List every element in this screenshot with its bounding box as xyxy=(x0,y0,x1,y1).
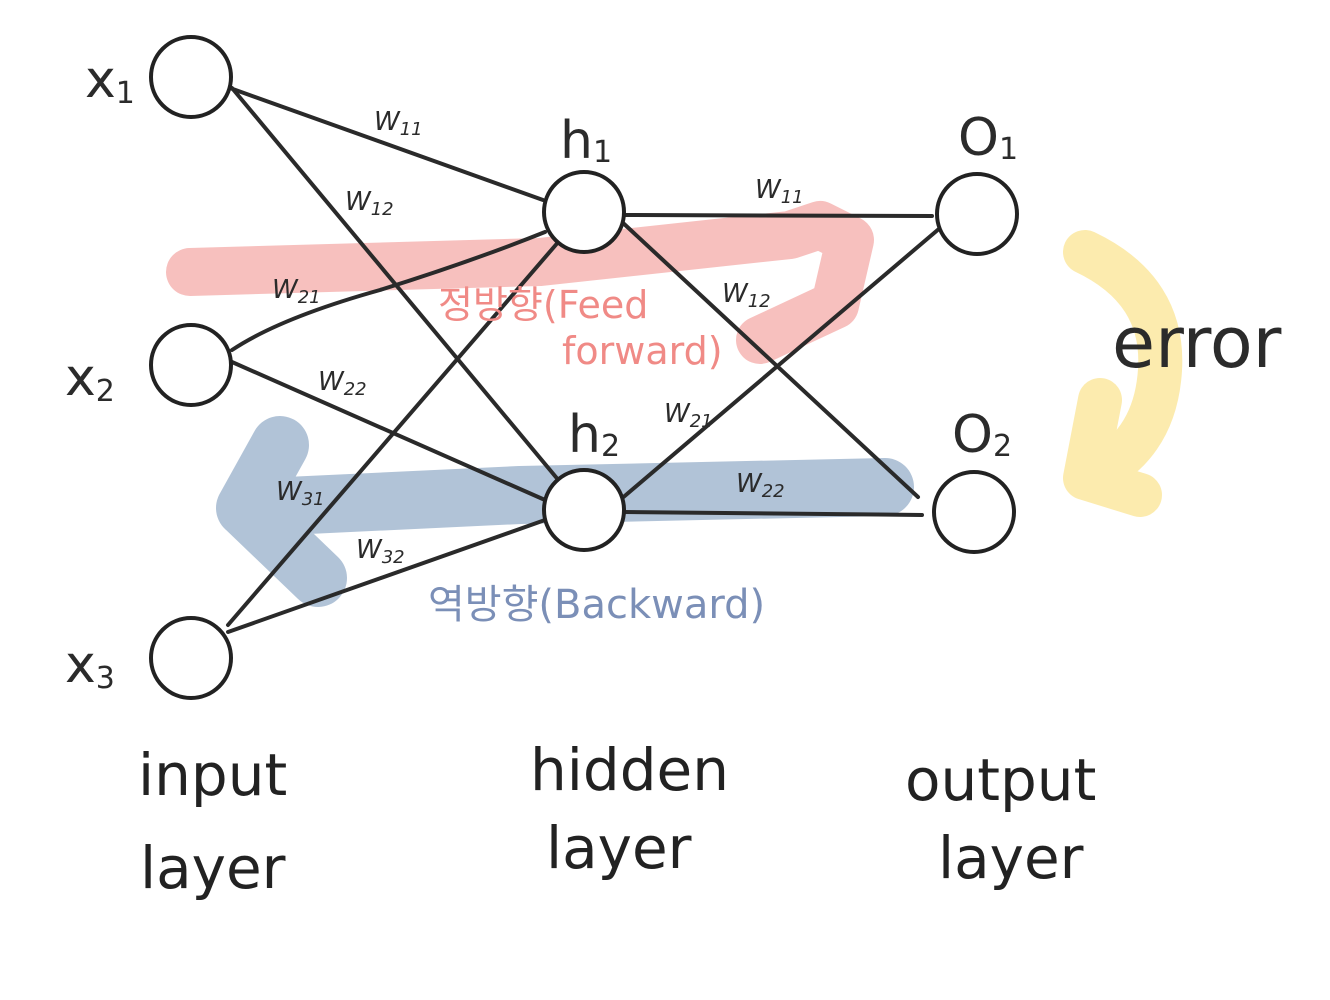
label-h1: h1 xyxy=(560,111,612,171)
weight-in-w11: W11 xyxy=(374,107,423,140)
label-o2: O2 xyxy=(952,405,1012,465)
weight-in-w12: W12 xyxy=(345,187,394,220)
node-x2 xyxy=(149,323,233,407)
label-x1: x1 xyxy=(85,50,135,111)
output-layer-label-2: layer xyxy=(938,824,1084,892)
label-x2: x2 xyxy=(65,348,115,409)
hidden-layer-label-2: layer xyxy=(546,814,692,882)
weight-in-w32: W32 xyxy=(356,535,405,568)
backward-label: 역방향(Backward) xyxy=(428,582,765,628)
output-layer-label-1: output xyxy=(905,746,1096,814)
forward-label-line2: forward) xyxy=(562,329,723,373)
weight-out-w11: W11 xyxy=(755,175,804,208)
error-highlight xyxy=(1063,230,1183,517)
node-o1 xyxy=(935,172,1019,256)
edge-x1-h1 xyxy=(228,86,545,202)
forward-label-line1: 정방향(Feed xyxy=(438,283,648,327)
hidden-output-edges xyxy=(618,213,942,517)
label-x3: x3 xyxy=(65,635,115,696)
weight-in-w22: W22 xyxy=(318,367,367,400)
weight-out-w22: W22 xyxy=(736,469,785,502)
edge-h1-o1 xyxy=(623,213,934,218)
node-h1 xyxy=(542,170,626,254)
input-layer-label-1: input xyxy=(138,741,287,809)
edge-x2-h1 xyxy=(230,230,547,352)
node-o2 xyxy=(932,470,1016,554)
weight-in-w31: W31 xyxy=(276,477,325,510)
input-hidden-edges xyxy=(226,86,562,634)
label-h2: h2 xyxy=(568,405,620,465)
weight-out-w12: W12 xyxy=(722,279,771,312)
label-o1: O1 xyxy=(958,108,1018,168)
backward-highlight xyxy=(216,416,914,607)
weight-in-w21: W21 xyxy=(272,275,321,308)
edge-h1-o2 xyxy=(620,220,920,499)
node-h2 xyxy=(542,468,626,552)
node-x1 xyxy=(149,35,233,119)
weight-out-w21: W21 xyxy=(664,399,713,432)
hidden-layer-label-1: hidden xyxy=(530,736,729,804)
error-label: error xyxy=(1112,302,1282,384)
edge-h2-o1 xyxy=(618,226,942,502)
edge-x3-h2 xyxy=(226,518,547,634)
input-layer-label-2: layer xyxy=(140,834,286,902)
edge-x3-h1 xyxy=(226,238,562,627)
node-x3 xyxy=(149,616,233,700)
edge-x2-h2 xyxy=(230,360,547,502)
edge-h2-o2 xyxy=(622,510,924,517)
